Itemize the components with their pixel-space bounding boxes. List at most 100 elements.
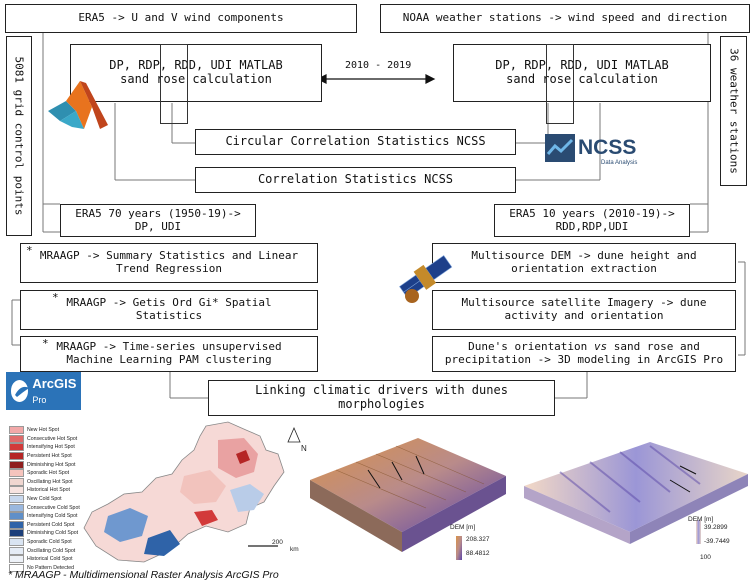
legend-swatch [9,486,24,495]
legend-label: Oscillating Cold Spot [27,547,76,554]
era5-source-label: ERA5 -> U and V wind components [78,11,284,25]
dem1-min: 88.4812 [466,550,490,557]
legend-item: Oscillating Hot Spot [9,477,87,487]
getis-line2: Statistics [135,309,203,322]
era5-10-years-box: ERA5 10 years (2010-19)-> RDD,RDP,UDI [494,204,690,237]
legend-label: Historical Hot Spot [27,487,70,494]
legend-label: No Pattern Detected [27,564,75,571]
era5-70-line1: ERA5 70 years (1950-19)-> [75,206,241,220]
legend-item: Intensifying Cold Spot [9,512,87,521]
circular-correlation-label: Circular Correlation Statistics NCSS [225,134,486,149]
legend-item: New Hot Spot [9,426,87,435]
legend-label: Historical Cold Spot [27,556,73,563]
legend-swatch [9,434,24,443]
linking-box: Linking climatic drivers with dunes morp… [208,380,555,416]
arcgis-globe-icon [11,380,29,402]
getis-line1: MRAAGP -> Getis Ord Gi* Spatial [66,296,272,310]
dem-line2: orientation extraction [511,262,657,275]
legend-label: Oscillating Hot Spot [27,478,73,485]
map-scale-value: 200 [272,539,283,546]
weather-stations-label: 36 weather stations [727,48,740,174]
pam-line1: MRAAGP -> Time-series unsupervised [56,340,282,354]
linking-label: Linking climatic drivers with dunes morp… [255,383,508,411]
weather-stations-box: 36 weather stations [720,36,747,186]
pam-clustering-box: MRAAGP -> Time-series unsupervised Machi… [20,336,318,372]
ncss-logo-name: NCSS [578,136,637,159]
legend-swatch [9,529,24,538]
legend-label: New Cold Spot [27,496,62,503]
era5-70-years-box: ERA5 70 years (1950-19)-> DP, UDI [60,204,256,237]
left-sand-rose-line2: sand rose calculation [120,72,272,86]
noaa-source-box: NOAA weather stations -> wind speed and … [380,4,750,33]
imagery-line2: activity and orientation [504,309,664,322]
getis-ord-box: MRAAGP -> Getis Ord Gi* Spatial Statisti… [20,290,318,330]
hotspot-map [83,421,301,563]
arcgis-logo: ArcGIS Pro [6,372,81,410]
footnote: * MRAAGP - Multidimensional Raster Analy… [8,569,279,581]
noaa-source-label: NOAA weather stations -> wind speed and … [402,11,728,25]
grid-points-label: 5081 grid control points [12,56,26,216]
legend-swatch [9,555,24,564]
legend-item: Persistent Hot Spot [9,452,87,461]
dem2-min: -39.7449 [704,538,730,545]
legend-item: Persistent Cold Spot [9,520,87,530]
legend-swatch [9,443,24,452]
legend-swatch [9,460,24,469]
orientation-modeling-box: Dune's orientation vs sand rose and prec… [432,336,736,372]
dem-block-3d-2 [524,442,748,544]
pam-line2: Machine Learning PAM clustering [66,353,272,366]
legend-swatch [9,538,24,547]
dem2-max: 39.2899 [704,524,728,531]
legend-item: New Cold Spot [9,495,87,504]
dem2-title: DEM [m] [688,516,714,523]
legend-label: Intensifying Hot Spot [27,444,75,451]
legend-swatch [9,512,24,521]
dem1-title: DEM [m] [450,524,476,531]
ncss-logo-sub: Data Analysis [601,160,638,166]
legend-swatch [9,563,24,572]
ncss-logo: NCSS Data Analysis [545,134,637,166]
arcgis-logo-sub: Pro [32,395,47,405]
era5-source-box: ERA5 -> U and V wind components [5,4,357,33]
ncss-mark-icon [545,134,575,162]
legend-item: No Pattern Detected [9,563,87,573]
summary-statistics-box: MRAAGP -> Summary Statistics and Linear … [20,243,318,283]
era5-10-line2: RDD,RDP,UDI [555,219,629,233]
legend-label: Intensifying Cold Spot [27,513,78,520]
circular-correlation-box: Circular Correlation Statistics NCSS [195,129,516,155]
legend-item: Diminishing Cold Spot [9,529,87,538]
left-sand-rose-line1: DP, RDP, RDD, UDI MATLAB [109,58,283,73]
correlation-label: Correlation Statistics NCSS [257,172,454,187]
pam-star: * [42,337,49,350]
right-sand-rose-box: DP, RDP, RDD, UDI MATLAB sand rose calcu… [453,44,711,102]
map-north-label: N [301,444,307,453]
legend-swatch [9,469,24,478]
era5-70-line2: DP, UDI [134,219,182,233]
legend-item: Consecutive Cold Spot [9,503,87,512]
getis-star: * [52,291,59,304]
left-sand-rose-box: DP, RDP, RDD, UDI MATLAB sand rose calcu… [70,44,322,102]
legend-item: Sporadic Hot Spot [9,469,87,478]
period-label: 2010 - 2019 [345,60,412,71]
legend-item: Sporadic Cold Spot [9,538,87,547]
legend-swatch [9,546,24,555]
orientation-line2: precipitation -> 3D modeling in ArcGIS P… [444,353,724,366]
dem-line1: Multisource DEM -> dune height and [471,249,697,263]
legend-item: Oscillating Cold Spot [9,546,87,555]
orientation-line1: Dune's orientation vs sand rose and [468,340,700,354]
legend-label: Consecutive Hot Spot [27,435,78,442]
legend-swatch [9,503,24,512]
legend-swatch [9,495,24,504]
summary-line2: Trend Regression [116,262,222,275]
legend-label: Sporadic Cold Spot [27,539,72,546]
dem-extraction-box: Multisource DEM -> dune height and orien… [432,243,736,283]
legend-item: Intensifying Hot Spot [9,443,87,452]
era5-10-line1: ERA5 10 years (2010-19)-> [509,206,675,220]
legend-label: Diminishing Hot Spot [27,461,76,468]
legend-label: Persistent Hot Spot [27,453,72,460]
legend-label: Sporadic Hot Spot [27,470,70,477]
right-rdd-highlight [546,44,574,124]
dem2-scale-value: 100 [700,554,711,561]
summary-star: * [26,244,33,257]
left-rdd-highlight [160,44,188,124]
